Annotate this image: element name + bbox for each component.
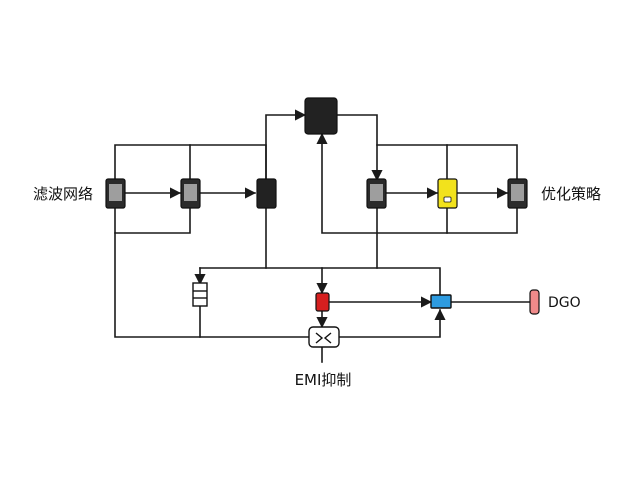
label-dgo: DGO — [548, 295, 581, 311]
component-right-1 — [366, 178, 387, 209]
component-left-2 — [180, 178, 201, 209]
label-optimization-strategy: 优化策略 — [541, 185, 601, 203]
wires — [114, 109, 531, 363]
component-right-3 — [507, 178, 528, 209]
double-arrow-junction-icon — [315, 332, 332, 344]
central-block — [304, 97, 338, 135]
label-filter-network: 滤波网络 — [33, 185, 93, 203]
emi-junction — [308, 326, 340, 348]
component-left-1 — [105, 178, 126, 209]
red-component — [315, 292, 330, 312]
label-emi-suppression: EMI抑制 — [295, 371, 352, 389]
resistor-component — [192, 282, 208, 307]
blue-component — [430, 294, 452, 309]
component-left-3-dark — [256, 178, 277, 209]
component-right-2-yellow — [437, 178, 458, 209]
dgo-terminal — [529, 289, 540, 315]
